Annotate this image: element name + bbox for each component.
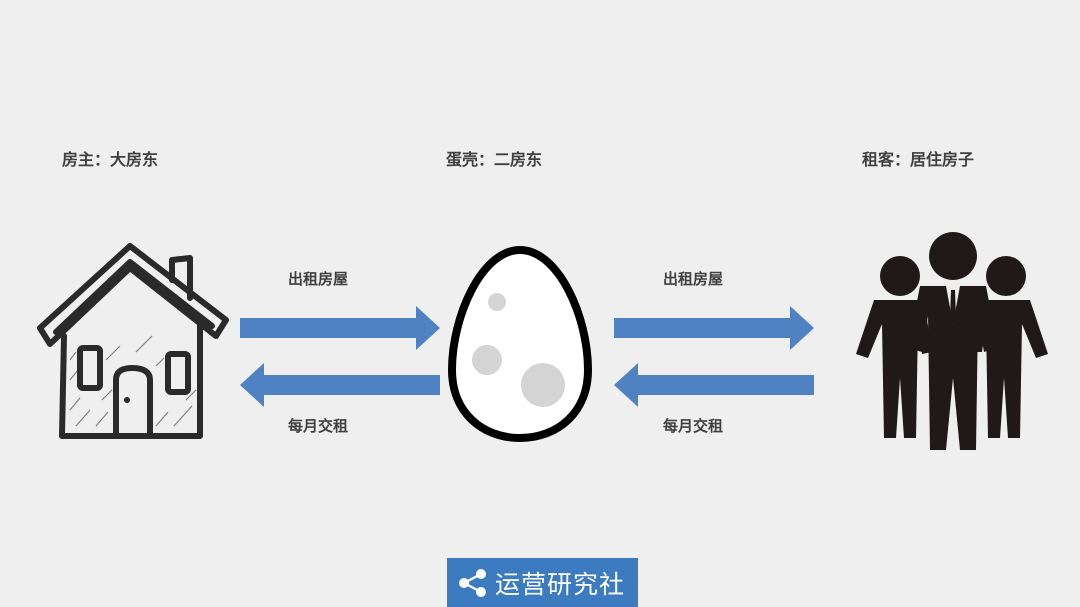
tenant-label: 租客：居住房子 [862, 150, 975, 169]
share-icon [459, 568, 486, 597]
arrow-left-eggshell-to-landlord [240, 363, 440, 407]
eggshell-label: 蛋壳：二房东 [446, 150, 543, 169]
house-icon [37, 243, 229, 439]
people-group-icon [856, 232, 1048, 450]
flow-label-left-bottom: 每月交租 [288, 417, 349, 435]
landlord-label: 房主：大房东 [62, 150, 159, 169]
arrow-right-landlord-to-eggshell [240, 306, 440, 350]
flow-label-right-bottom: 每月交租 [663, 417, 724, 435]
arrow-left-tenant-to-eggshell [614, 363, 814, 407]
brand-badge: 运营研究社 [447, 558, 638, 607]
brand-name: 运营研究社 [495, 569, 626, 599]
arrow-right-eggshell-to-tenant [614, 306, 814, 350]
flow-label-left-top: 出租房屋 [288, 270, 349, 288]
flow-label-right-top: 出租房屋 [663, 270, 724, 288]
egg-icon [447, 245, 593, 443]
